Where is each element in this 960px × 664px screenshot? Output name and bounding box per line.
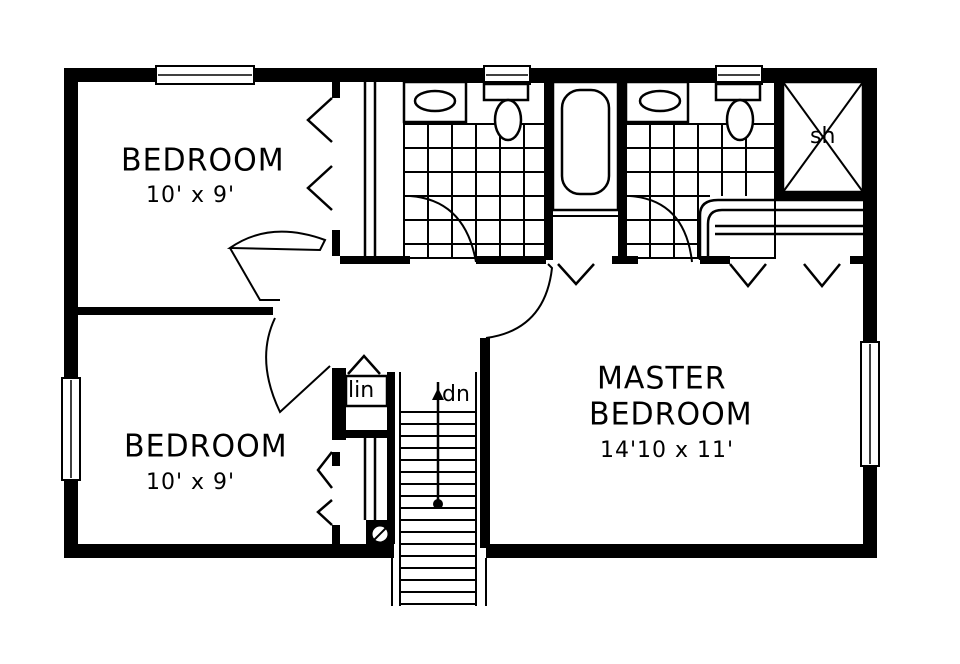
wall-top-bedroom-closet (332, 82, 340, 98)
top-closet-bifold-2 (306, 165, 333, 211)
wall-bath-2-right (775, 82, 783, 192)
bath-2-door-swing (629, 195, 693, 263)
bedroom-top-size: 10' x 9' (146, 183, 236, 208)
master-bedroom-size: 14'10 x 11' (600, 438, 735, 463)
master-closet-wall (698, 198, 863, 260)
linen-closet (344, 374, 389, 408)
wall-top-bedroom-closet-2 (332, 230, 340, 256)
top-closet-bifold-1 (306, 97, 333, 143)
wall-bath-2-left (618, 82, 626, 260)
wall-bath-1-right (545, 82, 553, 260)
wall-bath-bottom-2 (476, 256, 546, 264)
wall-master-left (480, 338, 490, 548)
top-bedroom-door-swing (226, 230, 327, 252)
bath-2-sink (638, 89, 682, 113)
hall-door-swing (485, 263, 554, 339)
bath-1-sink (413, 89, 457, 113)
exterior-wall-bottom-left (64, 544, 394, 558)
master-closet-bifold-1 (729, 263, 767, 288)
wall-bath-bottom (340, 256, 410, 264)
master-bedroom-name-line2: BEDROOM (589, 396, 753, 433)
exterior-wall-bottom-right (486, 544, 877, 558)
toilet-2-bowl (725, 98, 755, 142)
wall-bottom-closet-2 (332, 525, 340, 545)
master-bedroom-name-line1: MASTER (597, 360, 727, 397)
exterior-wall-right (863, 68, 877, 558)
arrow-down-icon (432, 388, 444, 400)
linen-door-swing (347, 354, 381, 375)
hall-closet-bifold (557, 263, 595, 286)
bath-1-door-swing (409, 195, 477, 263)
bedroom-bottom-size: 10' x 9' (146, 470, 236, 495)
bathtub-basin (560, 88, 611, 196)
toilet-1-bowl (493, 98, 523, 142)
linen-label: lin (348, 378, 375, 403)
toilet-1-tank (482, 82, 530, 102)
toilet-2-tank (714, 82, 762, 102)
wall-closet-right (387, 372, 395, 544)
wall-lin-bottom (332, 430, 394, 438)
staircase (391, 372, 487, 606)
bedroom-top-name: BEDROOM (121, 142, 285, 179)
wall-shower (775, 192, 863, 200)
wall-bath-bottom-4 (700, 256, 730, 264)
wall-master-closet-end (850, 256, 863, 264)
bedroom-bottom-name: BEDROOM (124, 428, 288, 465)
exterior-wall-left (64, 68, 78, 558)
wall-lin-top (332, 368, 346, 440)
exterior-wall-top (64, 68, 877, 82)
shower-label: sh (810, 124, 836, 149)
bottom-closet-bifold-2 (316, 499, 333, 526)
wall-bottom-closet (332, 452, 340, 466)
bath-2-vanity (624, 80, 690, 124)
wall-between-bedrooms (78, 307, 273, 315)
master-closet-bifold-2 (803, 263, 841, 288)
bottom-bedroom-door-swing (265, 317, 331, 414)
bottom-closet-bifold-1 (316, 451, 333, 489)
stairs-down-label: dn (442, 382, 470, 407)
